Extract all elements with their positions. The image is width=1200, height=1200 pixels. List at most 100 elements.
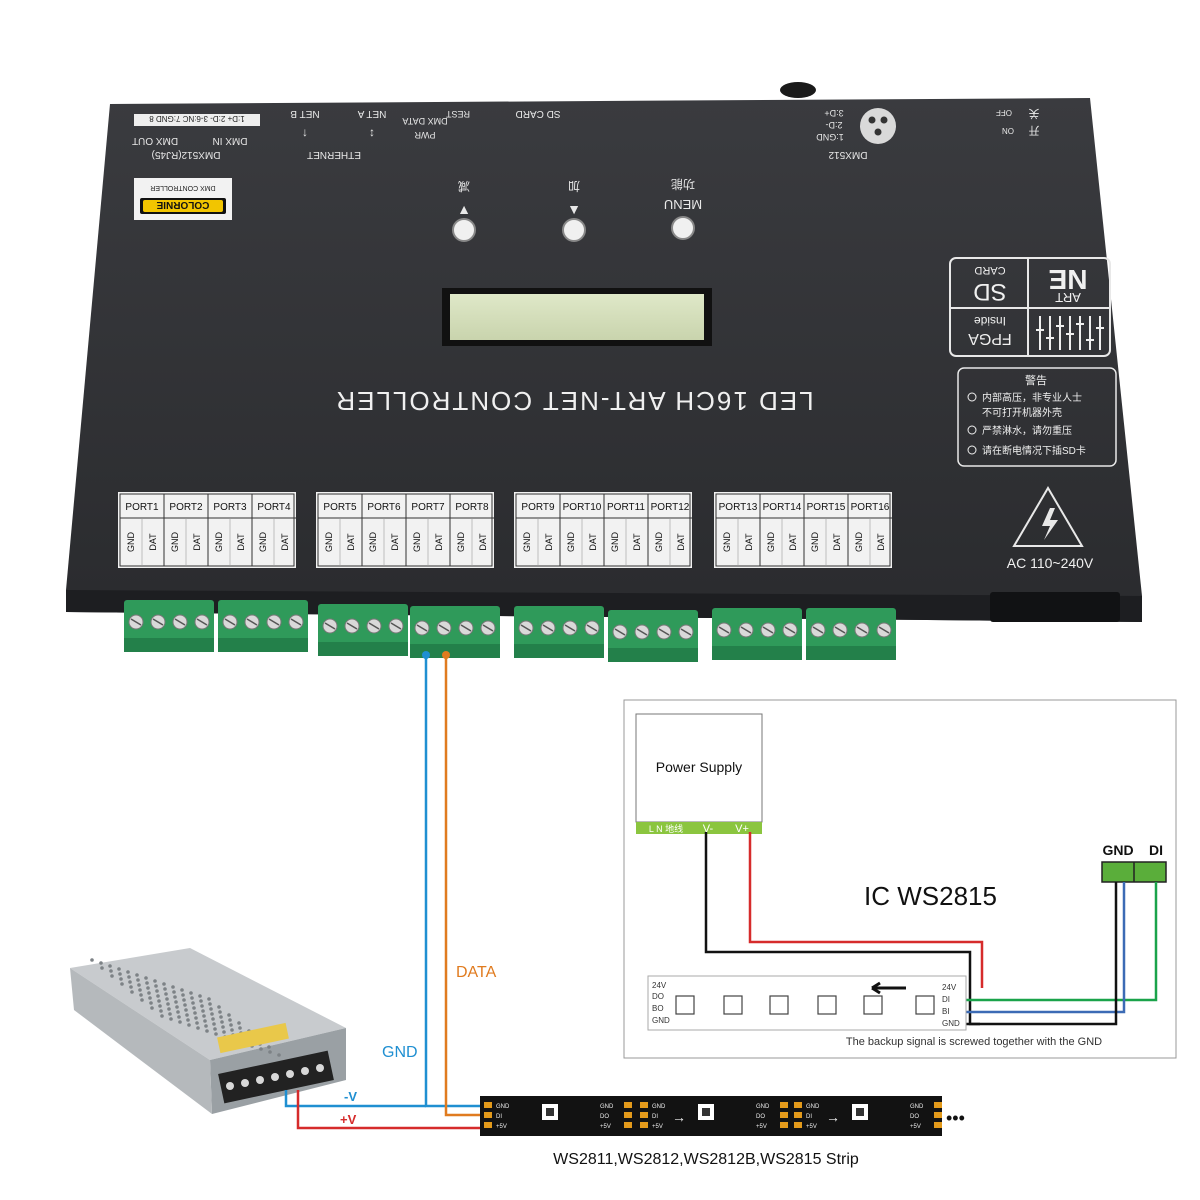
screw-slot (784, 626, 796, 634)
inset-power-supply (635, 713, 763, 823)
vent-hole (140, 998, 144, 1002)
screw-slot (174, 618, 186, 626)
port-label: PORT9 (521, 502, 555, 513)
power-label: AC 110~240V (1007, 555, 1094, 571)
warning-item: 不可打开机器外壳 (982, 406, 1062, 419)
pin-label: GND (522, 532, 532, 553)
gnd-wire-end (422, 651, 430, 659)
terminal-block-base (514, 644, 604, 658)
strip-pad-label: GND (652, 1104, 666, 1110)
screw-slot (290, 618, 302, 626)
vent-hole (185, 1013, 189, 1017)
vent-hole (160, 1014, 164, 1018)
button-plus-cap[interactable] (562, 218, 586, 242)
vent-hole (210, 1012, 214, 1016)
screw-slot (460, 624, 472, 632)
pin-label: DAT (280, 533, 290, 551)
pin-label: DAT (788, 533, 798, 551)
power-supply-unit (70, 948, 346, 1114)
vent-hole (203, 1019, 207, 1023)
vent-hole (120, 982, 124, 986)
pin-label: DAT (588, 533, 598, 551)
port-label: PORT16 (851, 502, 890, 513)
screw-slot (224, 618, 236, 626)
vent-hole (217, 1005, 221, 1009)
strip-pad (794, 1102, 802, 1108)
net-a-label: NET A (357, 108, 386, 119)
port-label: PORT14 (763, 502, 802, 513)
vent-hole (220, 1020, 224, 1024)
strip-pad (640, 1112, 648, 1118)
xlr-pin-1: 1:GND (816, 132, 844, 142)
vent-hole (237, 1021, 241, 1025)
button-menu[interactable]: 功能 MENU (664, 177, 702, 240)
strip-out-pad (780, 1102, 788, 1108)
vent-hole (209, 1007, 213, 1011)
strip-segments: GNDDI+5VGNDDO+5VGNDDI+5V→GNDDO+5VGNDDI+5… (484, 1102, 942, 1130)
vent-hole (212, 1022, 216, 1026)
vent-hole (277, 1053, 281, 1057)
arrow-right-icon: → (672, 1109, 686, 1125)
vent-hole (267, 1045, 271, 1049)
dmx512-rj45-label: DMX512(RJ45) (152, 149, 221, 160)
port-label: PORT1 (125, 502, 159, 513)
vent-hole (153, 979, 157, 983)
inset-wire-black-gnd (966, 882, 1118, 1026)
strip-pad (640, 1122, 648, 1128)
button-menu-cap[interactable] (671, 216, 695, 240)
pin-label: DAT (832, 533, 842, 551)
button-minus[interactable]: 减 ▲ (452, 179, 476, 242)
port-group-panel (316, 492, 494, 568)
vent-hole (238, 1026, 242, 1030)
port-group-border (317, 493, 493, 567)
screw-slot (152, 618, 164, 626)
button-minus-cap[interactable] (452, 218, 476, 242)
vent-hole (110, 974, 114, 978)
top-knob (780, 82, 816, 98)
fpga-badge: FPGA (968, 330, 1012, 347)
triangle-up-icon: ▲ (457, 201, 471, 217)
vent-hole (229, 1023, 233, 1027)
screw-slot (856, 626, 868, 634)
strip-out-label: +5V (756, 1124, 767, 1130)
strip-pad (794, 1112, 802, 1118)
pinout-box (134, 114, 260, 126)
strip-pad (640, 1102, 648, 1108)
pin-label: GND (214, 532, 224, 553)
button-plus[interactable]: 加 ▼ (562, 179, 586, 242)
psu-screw (316, 1064, 324, 1072)
vent-hole (196, 1026, 200, 1030)
port-group-panel (714, 492, 892, 568)
screw-slot (520, 624, 532, 632)
inset-led (769, 995, 789, 1015)
vent-hole (214, 1032, 218, 1036)
off-cn-label: 关 (1029, 107, 1040, 121)
button-plus-cn: 加 (568, 179, 580, 193)
screw-slot (586, 624, 598, 632)
screw-slot (542, 624, 554, 632)
vent-hole (194, 1016, 198, 1020)
port-label: PORT11 (607, 502, 645, 513)
strip-pad-label: DI (496, 1114, 502, 1120)
screw-slot (390, 622, 402, 630)
pin-label: GND (566, 532, 576, 553)
screw-slot (680, 628, 692, 636)
rest-label: REST (446, 109, 471, 119)
vent-hole (136, 978, 140, 982)
vent-hole (155, 989, 159, 993)
terminal-blocks (124, 600, 896, 662)
vent-hole (211, 1017, 215, 1021)
psu-side (70, 968, 212, 1114)
vent-hole (144, 976, 148, 980)
controller-title: LED 16CH ART-NET CONTROLLER (334, 386, 813, 416)
data-wire (444, 655, 500, 1117)
screw-slot (636, 628, 648, 636)
vent-hole (208, 1002, 212, 1006)
vent-hole (147, 991, 151, 995)
pin-label: GND (610, 532, 620, 553)
inset-right-pin: DI (942, 995, 950, 1004)
pin-label: DAT (390, 533, 400, 551)
inset-right-pin: GND (942, 1019, 960, 1028)
vent-hole (168, 1012, 172, 1016)
neg-wire-label: -V (344, 1089, 357, 1104)
